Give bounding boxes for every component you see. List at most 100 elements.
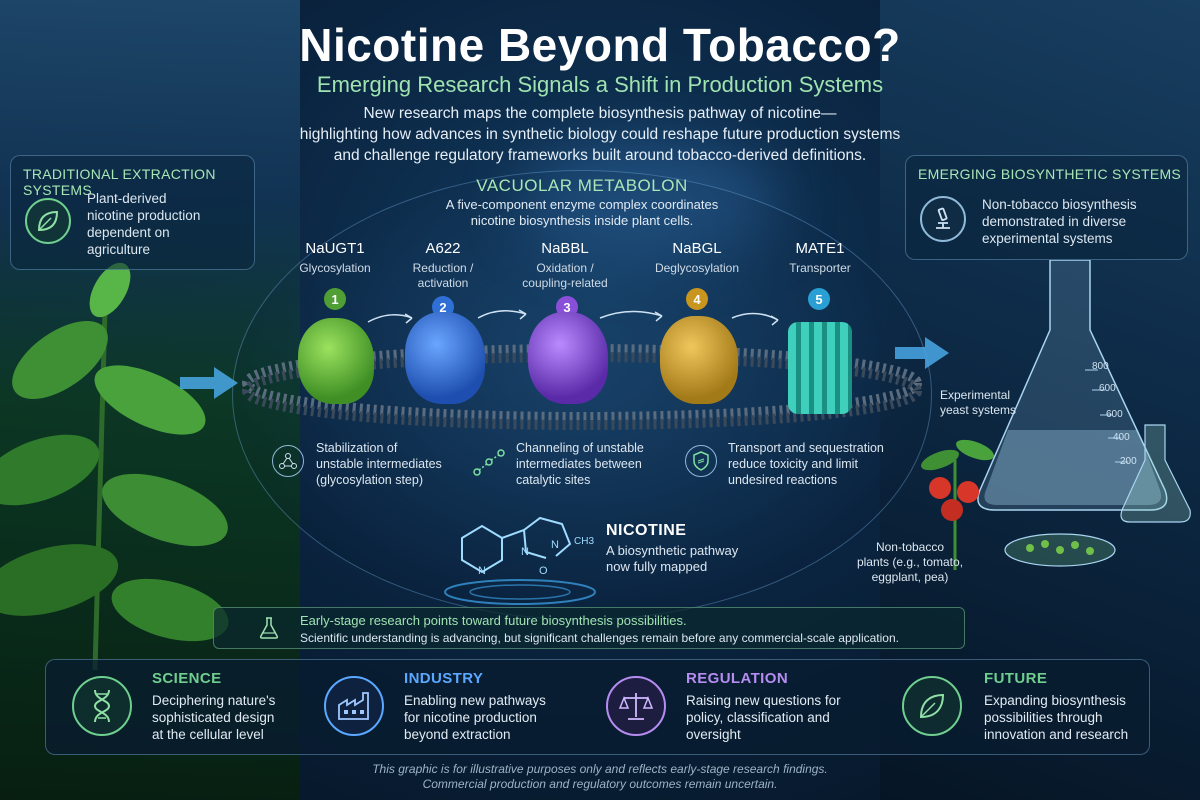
enzyme-role: Deglycosylation	[632, 261, 762, 276]
category-title-science: SCIENCE	[152, 670, 222, 687]
enzyme-nabbl: NaBBL Oxidation / coupling-related	[500, 240, 630, 291]
category-desc-future: Expanding biosynthesis possibilities thr…	[984, 692, 1128, 743]
flask-tick-label: 200	[1120, 456, 1137, 467]
feature-stabilization: Stabilization of unstable intermediates …	[316, 440, 442, 488]
nicotine-title: NICOTINE	[606, 522, 687, 539]
enzyme-name: NaBBL	[541, 240, 589, 257]
label-line: Non-tobacco	[875, 540, 945, 554]
feature-line: reduce toxicity and limit	[728, 457, 858, 471]
feature-line: intermediates between	[516, 457, 642, 471]
page-title: Nicotine Beyond Tobacco?	[299, 19, 901, 71]
enzyme-name: NaUGT1	[305, 240, 365, 257]
category-line: for nicotine production	[404, 710, 537, 725]
feature-line: (glycosylation step)	[316, 473, 423, 487]
role-line: Transporter	[789, 261, 851, 275]
role-line: Reduction /	[412, 261, 474, 275]
feature-channeling: Channeling of unstable intermediates bet…	[516, 440, 644, 488]
atom-label-ch3: CH3	[574, 536, 595, 547]
scales-icon	[606, 676, 666, 736]
enzyme-a622: A622 Reduction / activation	[378, 240, 508, 291]
mate1-transporter	[788, 322, 852, 414]
metabolon-description: A five-component enzyme complex coordina…	[382, 197, 782, 229]
step-badge-5: 5	[808, 288, 830, 310]
atom-label-o: O	[539, 565, 548, 577]
tobacco-plant-illustration	[0, 262, 229, 670]
panel-text-line: dependent on	[87, 225, 170, 240]
callout-headline: Early-stage research points toward futur…	[300, 613, 687, 628]
intro-line: New research maps the complete biosynthe…	[363, 105, 837, 122]
nicotine-description: A biosynthetic pathway now fully mapped	[606, 543, 738, 575]
feature-line: unstable intermediates	[316, 457, 442, 471]
disclaimer-line: This graphic is for illustrative purpose…	[372, 762, 828, 776]
enzyme-role: Oxidation / coupling-related	[500, 261, 630, 291]
intro-text: New research maps the complete biosynthe…	[250, 103, 950, 166]
step-badge-4: 4	[686, 288, 708, 310]
disclaimer: This graphic is for illustrative purpose…	[0, 762, 1200, 792]
panel-text-line: demonstrated in diverse	[982, 214, 1127, 229]
panel-text-line: agriculture	[87, 242, 151, 257]
nabgl-protein	[660, 316, 738, 404]
feature-line: catalytic sites	[516, 473, 591, 487]
shield-icon	[685, 445, 717, 477]
panel-text-line: Plant-derived	[87, 191, 167, 206]
enzyme-mate1: MATE1 Transporter	[755, 240, 885, 276]
panel-text: Plant-derived nicotine production depend…	[87, 190, 200, 258]
inflow-arrow-icon	[180, 367, 238, 399]
category-desc-regulation: Raising new questions for policy, classi…	[686, 692, 841, 743]
atom-label-n: N	[551, 539, 559, 551]
category-line: beyond extraction	[404, 727, 511, 742]
molecule-icon	[272, 445, 304, 477]
metabolon-title: VACUOLAR METABOLON	[476, 176, 688, 195]
description-line: A five-component enzyme complex coordina…	[445, 197, 719, 212]
category-line: innovation and research	[984, 727, 1129, 742]
flask-tick-label: 600	[1099, 383, 1116, 394]
dna-icon	[72, 676, 132, 736]
disclaimer-line: Commercial production and regulatory out…	[422, 777, 778, 791]
feature-transport: Transport and sequestration reduce toxic…	[728, 440, 884, 488]
role-line: Glycosylation	[299, 261, 371, 275]
label-line: plants (e.g., tomato,	[856, 555, 964, 569]
emerging-biosynthetic-panel: EMERGING BIOSYNTHETIC SYSTEMS Non-tobacc…	[905, 155, 1188, 260]
category-title-industry: INDUSTRY	[404, 670, 484, 687]
role-line: Oxidation /	[536, 261, 594, 275]
role-line: Deglycosylation	[654, 261, 740, 275]
category-line: Deciphering nature's	[152, 693, 276, 708]
naugt1-protein	[298, 318, 374, 404]
panel-title: TRADITIONAL EXTRACTION SYSTEMS	[23, 166, 216, 198]
category-desc-industry: Enabling new pathways for nicotine produ…	[404, 692, 546, 743]
a622-protein	[405, 312, 485, 404]
panel-text-line: nicotine production	[87, 208, 201, 223]
atom-label-n: N	[521, 546, 529, 558]
panel-text: Non-tobacco biosynthesis demonstrated in…	[982, 196, 1137, 247]
enzyme-name: MATE1	[795, 240, 845, 257]
flask-tick-label: 800	[1092, 361, 1109, 372]
category-line: oversight	[686, 727, 741, 742]
panel-text-line: experimental systems	[982, 231, 1113, 246]
callout-subline: Scientific understanding is advancing, b…	[300, 631, 899, 645]
category-title-future: FUTURE	[984, 670, 1048, 687]
step-badge-1: 1	[324, 288, 346, 310]
flask-tick-label: 400	[1113, 432, 1130, 443]
category-line: Raising new questions for	[686, 693, 841, 708]
category-line: at the cellular level	[152, 727, 264, 742]
microscope-icon	[920, 196, 966, 242]
enzyme-role: Glycosylation	[270, 261, 400, 276]
outflow-arrow-icon	[895, 337, 949, 369]
flask-icon	[258, 616, 280, 645]
description-line: A biosynthetic pathway	[606, 543, 739, 558]
intro-line: highlighting how advances in synthetic b…	[299, 126, 901, 143]
feature-line: Stabilization of	[316, 441, 398, 455]
research-callout: Early-stage research points toward futur…	[213, 607, 965, 649]
impact-categories-bar: SCIENCE Deciphering nature's sophisticat…	[45, 659, 1150, 755]
flask-tick-label: 600	[1106, 409, 1123, 420]
nicotine-molecule-structure	[444, 516, 596, 605]
non-tobacco-plants-label: Non-tobacco plants (e.g., tomato, eggpla…	[845, 540, 975, 585]
description-line: now fully mapped	[606, 559, 708, 574]
enzyme-role: Transporter	[755, 261, 885, 276]
factory-icon	[324, 676, 384, 736]
page-subtitle: Emerging Research Signals a Shift in Pro…	[316, 72, 884, 97]
category-line: policy, classification and	[686, 710, 830, 725]
role-line: coupling-related	[522, 276, 608, 290]
enzyme-naugt1: NaUGT1 Glycosylation	[270, 240, 400, 276]
description-line: nicotine biosynthesis inside plant cells…	[470, 213, 694, 228]
